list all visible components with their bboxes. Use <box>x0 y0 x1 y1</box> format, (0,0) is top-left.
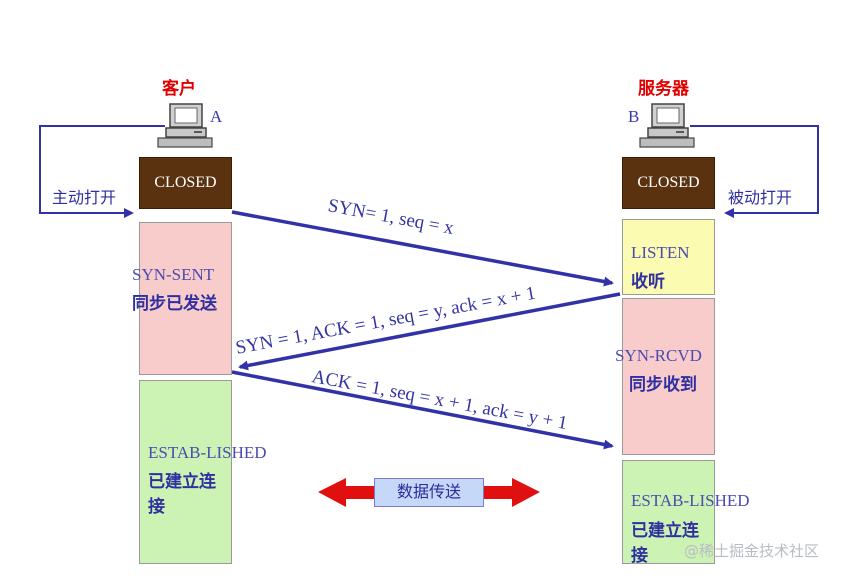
client-closed-label: CLOSED <box>154 174 217 191</box>
client-established-en: ESTAB-LISHED <box>148 443 267 462</box>
server-title: 服务器 <box>638 79 689 99</box>
server-established-zh: 已建立连接 <box>631 521 699 566</box>
syn-ack-arrow <box>238 292 621 371</box>
server-established-en: ESTAB-LISHED <box>631 491 750 510</box>
syn-sent-en: SYN-SENT <box>132 265 215 284</box>
server-established-state: ESTAB-LISHED 已建立连接 <box>622 460 750 566</box>
client-established-zh: 已建立连接 <box>148 472 216 517</box>
syn-arrow <box>231 210 614 287</box>
ack-arrow <box>231 370 614 450</box>
syn-sent-zh: 同步已发送 <box>132 294 217 314</box>
data-transfer-label: 数据传送 <box>374 478 484 507</box>
watermark: @稀土掘金技术社区 <box>684 542 820 560</box>
listen-zh: 收听 <box>631 272 665 292</box>
listen-en: LISTEN <box>631 243 690 262</box>
syn-rcvd-state: SYN-RCVD 同步收到 <box>615 298 715 455</box>
passive-open-label: 被动打开 <box>728 188 793 207</box>
client-active-open-loop <box>39 125 165 218</box>
syn-sent-state: SYN-SENT 同步已发送 <box>132 222 232 375</box>
listen-state: LISTEN 收听 <box>622 219 715 295</box>
syn-rcvd-zh: 同步收到 <box>629 375 697 395</box>
server-computer-icon <box>639 103 695 148</box>
server-closed-label: CLOSED <box>637 174 700 191</box>
data-transfer-double-arrow <box>318 478 540 507</box>
client-closed-state: CLOSED <box>139 157 232 209</box>
client-computer-icon <box>157 103 213 148</box>
syn-rcvd-en: SYN-RCVD <box>615 346 702 365</box>
active-open-label: 主动打开 <box>52 188 117 207</box>
server-passive-open-loop <box>690 125 819 218</box>
server-letter: B <box>628 107 640 126</box>
client-letter: A <box>210 107 223 126</box>
client-established-state: ESTAB-LISHED 已建立连接 <box>139 380 267 564</box>
server-closed-state: CLOSED <box>622 157 715 209</box>
client-title: 客户 <box>162 79 196 99</box>
